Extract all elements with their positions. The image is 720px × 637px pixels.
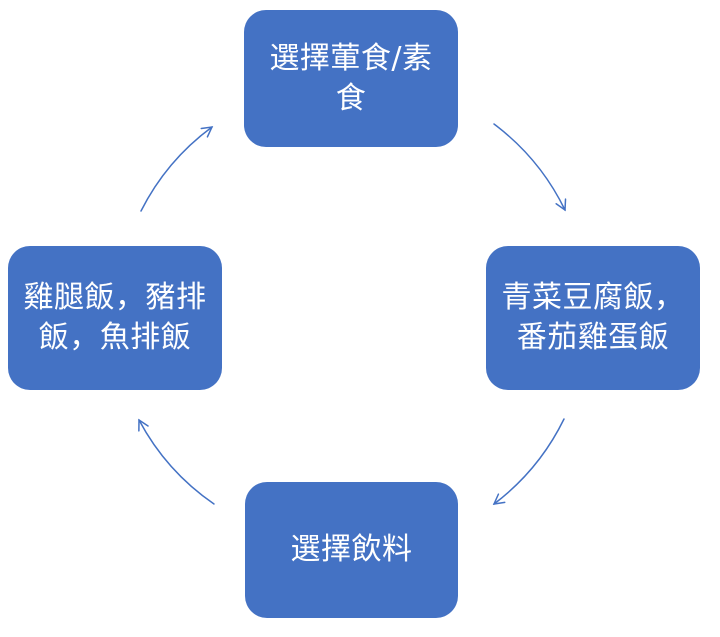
- arrow-left-to-top-icon: [140, 126, 214, 212]
- cycle-node-bottom: 選擇飲料: [245, 482, 458, 618]
- node-label-veg-rice-options: 青菜豆腐飯， 番茄雞蛋飯: [501, 280, 685, 355]
- cycle-node-left: 雞腿飯，豬排 飯，魚排飯: [8, 246, 222, 390]
- node-label-meat-rice-options: 雞腿飯，豬排 飯，魚排飯: [23, 280, 207, 355]
- cycle-node-right: 青菜豆腐飯， 番茄雞蛋飯: [486, 246, 700, 390]
- cycle-node-top: 選擇葷食/素 食: [244, 10, 458, 147]
- node-label-choose-drink: 選擇飲料: [290, 532, 413, 567]
- node-label-choose-meat-or-veg: 選擇葷食/素 食: [269, 40, 433, 116]
- arrow-top-to-right-icon: [493, 123, 567, 212]
- arrow-right-to-bottom-icon: [492, 418, 565, 505]
- arrow-bottom-to-left-icon: [138, 418, 215, 505]
